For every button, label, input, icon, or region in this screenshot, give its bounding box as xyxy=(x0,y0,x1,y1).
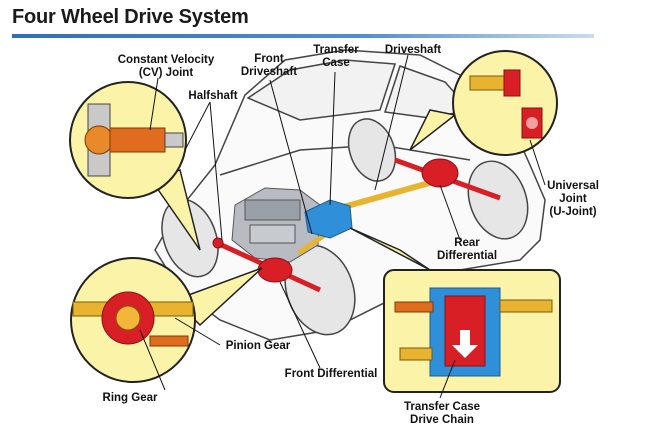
label-universal-joint: Universal Joint (U-Joint) xyxy=(547,180,599,218)
front-differential xyxy=(257,257,293,283)
label-halfshaft: Halfshaft xyxy=(188,90,238,102)
driveshaft xyxy=(337,177,443,211)
page-title: Four Wheel Drive System xyxy=(12,6,249,28)
ujoint-callout-pointer xyxy=(409,109,457,151)
label-pinion-gear: Pinion Gear xyxy=(225,340,291,352)
rear-differential xyxy=(421,158,459,188)
ujoint-detail xyxy=(469,69,543,139)
label-ring-gear: Ring Gear xyxy=(102,392,158,404)
cv-joint-detail xyxy=(84,103,184,177)
leader-lines xyxy=(139,54,546,399)
label-driveshaft: Driveshaft xyxy=(384,44,442,56)
car-body xyxy=(154,49,546,341)
label-front-differential: Front Differential xyxy=(284,368,378,380)
title-underline xyxy=(12,34,594,38)
label-transfer-case-drive-chain: Transfer Case Drive Chain xyxy=(403,401,481,426)
ujoint-callout xyxy=(452,50,558,156)
label-cv-joint: Constant Velocity (CV) Joint xyxy=(117,54,215,79)
label-front-driveshaft: Front Driveshaft xyxy=(240,53,298,78)
label-rear-differential: Rear Differential xyxy=(436,237,498,262)
ring-pinion-detail xyxy=(72,291,194,347)
rear-right-wheel xyxy=(467,160,529,240)
label-transfer-case: Transfer Case xyxy=(313,44,359,69)
front-cv-joint xyxy=(212,237,224,249)
engine-block xyxy=(231,187,321,263)
rear-left-wheel xyxy=(347,118,397,182)
chain-callout-pointer xyxy=(349,227,431,271)
transfer-chain-detail xyxy=(394,287,553,377)
